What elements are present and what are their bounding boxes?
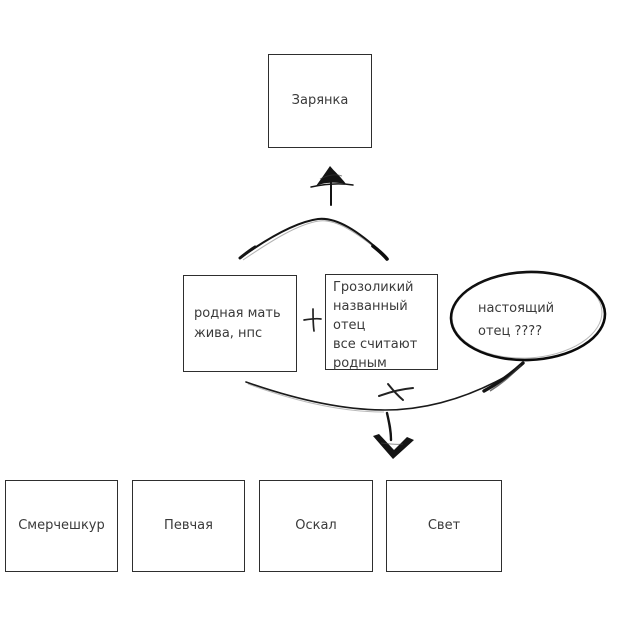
node-smercheshkur-label: Смерчешкур	[18, 518, 105, 533]
node-zaryanka-label: Зарянка	[291, 93, 349, 108]
arrow-down	[373, 411, 414, 459]
node-smercheshkur[interactable]: Смерчешкур	[5, 480, 118, 572]
node-zaryanka[interactable]: Зарянка	[268, 54, 372, 148]
node-pevchaya[interactable]: Певчая	[132, 480, 245, 572]
offspring-plus-icon	[378, 383, 414, 401]
node-real-father[interactable]: настоящий отец ????	[478, 301, 555, 339]
union-plus-icon	[303, 308, 322, 332]
node-named-father[interactable]: Грозоликий названный отец все считают ро…	[325, 274, 438, 371]
node-mother-label: родная мать жива, нпс	[194, 305, 281, 341]
node-named-father-label: Грозоликий названный отец все считают ро…	[333, 280, 418, 371]
node-svet-label: Свет	[427, 518, 461, 533]
node-mother[interactable]: родная мать жива, нпс	[183, 275, 297, 372]
node-oskal-label: Оскал	[295, 518, 337, 533]
arrow-up	[310, 166, 354, 206]
node-pevchaya-label: Певчая	[164, 518, 213, 533]
node-svet[interactable]: Свет	[386, 480, 502, 572]
node-oskal[interactable]: Оскал	[259, 480, 373, 572]
couple-arc	[238, 217, 389, 261]
